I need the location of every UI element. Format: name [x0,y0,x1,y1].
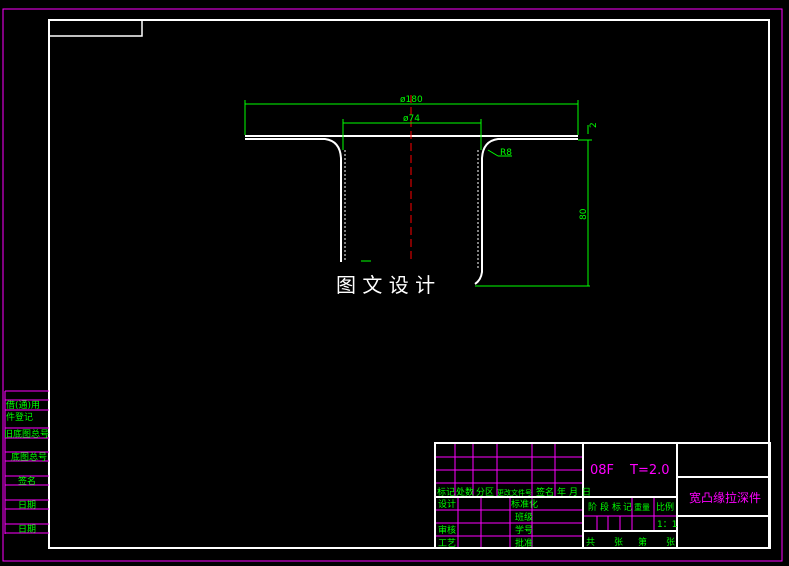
label-sheets: 张 [614,537,623,548]
label-scale: 比例 [656,501,674,513]
strip-label: 借(通)用 [6,399,40,411]
label-zone: 分区 [476,487,494,498]
label-approve: 批准 [515,537,533,549]
dim-radius: R8 [500,148,512,158]
label-stage: 阶 [588,501,597,513]
label-change-doc: 更改文件号 [497,488,532,497]
dim-inner-diameter: ø74 [403,114,420,124]
label-student-id: 学号 [515,524,533,536]
strip-label: 件登记 [6,411,33,423]
title-block-grid [434,442,771,549]
label-stage: 记 [623,502,632,513]
inner-border [48,19,770,549]
label-class: 班级 [515,511,533,523]
label-sheet: 张 [666,537,675,548]
dim-height: 80 [579,208,589,220]
label-review: 审核 [438,524,456,536]
strip-label: 日期 [18,500,36,511]
label-standard: 标准化 [511,498,538,510]
label-count: 处数 [456,486,474,498]
scale-value: 1：1 [657,520,677,530]
label-mark: 标记 [437,486,455,498]
header-labels: 标记 处数 分区 更改文件号 签名 年 月 日 [437,486,591,498]
label-number: 第 [638,536,647,548]
corner-box [49,20,143,37]
label-month: 月 [569,487,578,498]
label-day: 日 [582,487,591,498]
label-year: 年 [557,486,566,498]
left-strip-grid [4,390,49,534]
label-signature: 签名 [536,486,554,498]
label-stage: 段 [600,501,609,513]
label-total: 共 [586,537,595,548]
label-design: 设计 [438,498,456,510]
outer-frame [2,8,783,562]
part-name: 宽凸缘拉深件 [689,490,761,505]
strip-label: 日期 [18,524,36,535]
strip-label: 签名 [18,475,36,487]
dimension-lines [244,100,592,287]
strip-label: 底图总号 [11,451,47,463]
watermark: 图 文 设 计 [336,273,435,297]
strip-label: 旧底图总号 [4,428,49,440]
material: 08F [590,463,614,478]
dim-outer-diameter: ø180 [400,95,423,105]
dim-thickness: 2 [589,122,599,128]
label-stage: 标 [612,501,621,513]
label-weight: 重量 [634,502,650,512]
label-process: 工艺 [438,538,456,549]
thickness: T=2.0 [629,463,670,478]
